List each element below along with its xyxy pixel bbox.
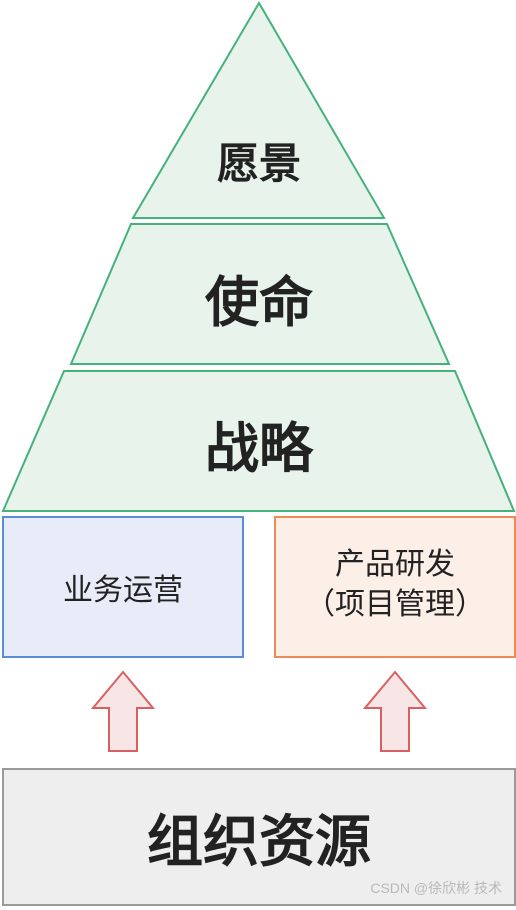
product-development-line2: （项目管理） (305, 587, 485, 622)
csdn-watermark: CSDN @徐欣彬 技术 (370, 880, 502, 896)
pyramid-middle-label: 使命 (205, 270, 313, 334)
pyramid-bottom-shape (1, 370, 516, 512)
pyramid-top-label: 愿景 (216, 138, 301, 188)
organizational-resources-box (2, 768, 516, 906)
pyramid-middle-shape (69, 223, 451, 365)
business-operations-label: 业务运营 (63, 573, 183, 608)
product-development-label: 产品研发 （项目管理） (275, 530, 515, 640)
product-development-box (274, 516, 516, 658)
organizational-resources-label: 组织资源 (147, 809, 371, 875)
pyramid-top-shape (131, 1, 386, 219)
product-development-line1: 产品研发 (335, 546, 455, 582)
left-up-arrow (90, 670, 156, 752)
business-operations-box (2, 516, 244, 658)
pyramid-bottom-label: 战略 (205, 416, 313, 480)
right-up-arrow (362, 670, 428, 752)
